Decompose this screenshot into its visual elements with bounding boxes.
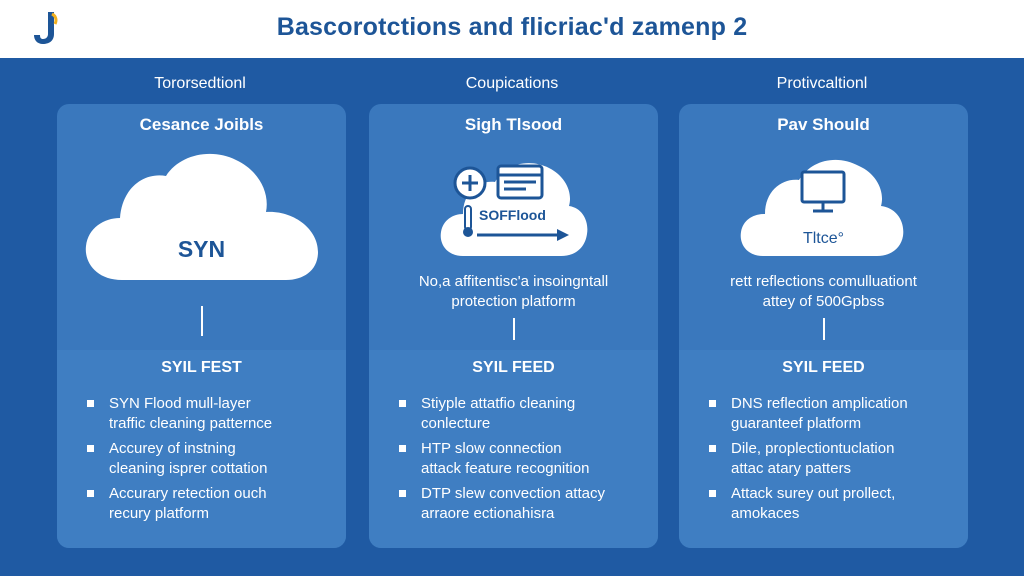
- bullet-icon: [87, 445, 94, 452]
- logo-icon: [34, 12, 58, 44]
- cloud-label: SOFFlood: [479, 207, 546, 223]
- card-subtitle: SYIL FEST: [161, 359, 242, 376]
- description-line: rett reflections comulluationt: [730, 273, 917, 290]
- list-item: DNS reflection amplication guaranteef pl…: [709, 394, 958, 433]
- connector-line: [201, 306, 203, 336]
- card-title: Sigh Tlsood: [464, 115, 563, 134]
- bullet-icon: [399, 445, 406, 452]
- connector-line: [823, 318, 825, 340]
- card-subtitle: SYIL FEED: [782, 359, 865, 376]
- list-item: HTP slow connection attack feature recog…: [399, 439, 648, 478]
- card-title: Cesance Joibls: [139, 115, 264, 134]
- cloud-label: SYN: [177, 236, 226, 262]
- feature-line: traffic cleaning patternce: [109, 414, 273, 432]
- page-title: Bascorotctions and flicriac'd zamenp 2: [276, 13, 748, 41]
- feature-line: attack feature recognition: [421, 459, 590, 477]
- feature-list: DNS reflection amplication guaranteef pl…: [709, 394, 958, 529]
- feature-line: cleaning isprer cottation: [109, 459, 268, 477]
- plus-icon: [453, 166, 487, 200]
- card-description: rett reflections comulluationt attey of …: [679, 272, 968, 312]
- card-title: Pav Should: [777, 115, 870, 134]
- list-item: Accurey of instning cleaning isprer cott…: [87, 439, 336, 478]
- list-item: Attack surey out prollect, amokaces: [709, 484, 958, 523]
- header-bar: Bascorotctions and flicriac'd zamenp 2: [0, 0, 1024, 58]
- window-icon: [496, 164, 544, 200]
- bullet-icon: [87, 400, 94, 407]
- list-item: Stiyple attatfio cleaning conlecture: [399, 394, 648, 433]
- feature-line: conlecture: [421, 414, 491, 432]
- bullet-icon: [87, 490, 94, 497]
- feature-line: HTP slow connection: [421, 440, 562, 457]
- feature-line: DNS reflection amplication: [731, 395, 908, 412]
- list-item: SYN Flood mull-layer traffic cleaning pa…: [87, 394, 336, 433]
- feature-line: recury platform: [109, 504, 210, 522]
- feature-line: guaranteef platform: [731, 414, 862, 432]
- feature-line: DTP slew convection attacy: [421, 485, 605, 502]
- column-heading-1: Tororsedtionl: [154, 75, 246, 92]
- feature-line: attac atary patters: [731, 459, 852, 477]
- connector-line: [513, 318, 515, 340]
- feature-line: Accurary retection ouch: [109, 485, 267, 502]
- bullet-icon: [399, 490, 406, 497]
- feature-line: amokaces: [731, 504, 800, 522]
- description-line: attey of 500Gpbss: [762, 293, 885, 310]
- column-heading-3: Protivcaltionl: [776, 75, 868, 92]
- card-subtitle: SYIL FEED: [472, 359, 555, 376]
- card-bottom-panel: [679, 350, 968, 548]
- list-item: DTP slew convection attacy arraore ectio…: [399, 484, 648, 523]
- bullet-icon: [709, 445, 716, 452]
- feature-line: Stiyple attatfio cleaning: [421, 395, 576, 412]
- description-line: No,a affitentisc'a insoingntall: [418, 273, 609, 290]
- feature-line: Attack surey out prollect,: [731, 485, 896, 502]
- feature-line: Accurey of instning: [109, 440, 236, 457]
- card-bottom-panel: [369, 350, 658, 548]
- cloud-icon: [440, 163, 588, 256]
- bullet-icon: [709, 400, 716, 407]
- card-syn-flood: Cesance Joibls SYN SYIL FEST SYN Flood m…: [57, 104, 346, 548]
- feature-line: SYN Flood mull-layer: [109, 395, 251, 412]
- card-dns-reflection: Pav Should Tltce° rett reflections comul…: [679, 104, 968, 548]
- bullet-icon: [709, 490, 716, 497]
- card-bottom-panel: [57, 350, 346, 548]
- list-item: Dile, proplectiontuclation attac atary p…: [709, 439, 958, 478]
- list-item: Accurary retection ouch recury platform: [87, 484, 336, 523]
- feature-line: Dile, proplectiontuclation: [731, 440, 895, 457]
- bullet-icon: [399, 400, 406, 407]
- feature-list: Stiyple attatfio cleaning conlecture HTP…: [399, 394, 648, 529]
- thermometer-icon: [463, 205, 473, 237]
- description-line: protection platform: [451, 293, 576, 310]
- monitor-icon: [800, 170, 846, 213]
- card-http-flood: Sigh Tlsood SOFFlood No,a affitentisc'a …: [369, 104, 658, 548]
- column-heading-2: Coupications: [465, 75, 559, 92]
- card-description: No,a affitentisc'a insoingntall protecti…: [369, 272, 658, 312]
- feature-list: SYN Flood mull-layer traffic cleaning pa…: [87, 394, 336, 529]
- arrow-right-icon: [477, 229, 569, 241]
- feature-line: arraore ectionahisra: [421, 504, 555, 522]
- cloud-label: Tltce°: [802, 230, 845, 247]
- cloud-icon: [85, 153, 318, 280]
